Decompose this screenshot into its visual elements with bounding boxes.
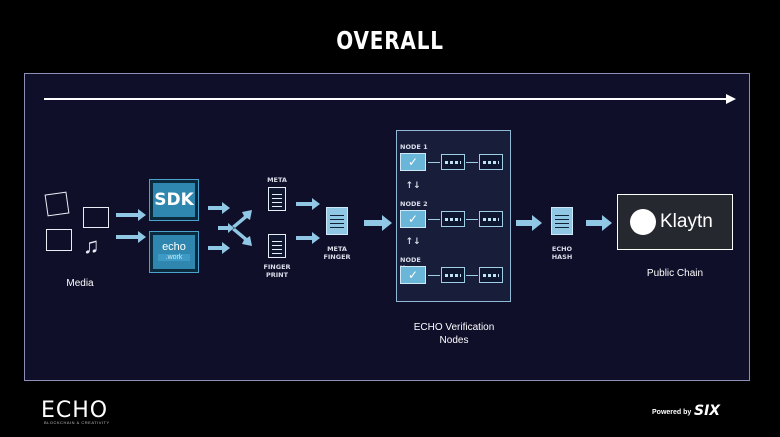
- meta-label: META: [267, 176, 287, 184]
- node-x-arrow-b: [466, 275, 478, 276]
- node-2-arrow-b: [466, 219, 478, 220]
- node-x-check-icon: ✓: [400, 266, 426, 284]
- finger-print-label-2: PRINT: [265, 271, 289, 279]
- slide-title: OVERALL: [336, 26, 444, 55]
- node-2-arrow-a: [428, 219, 440, 220]
- echo-hash-label-2: HASH: [551, 253, 573, 261]
- timeline-arrow: [44, 98, 732, 100]
- merge-arrows: [296, 198, 320, 244]
- to-hash-arrow: [516, 215, 542, 231]
- node-x-block-2: [479, 267, 503, 283]
- node-2-block-1: [441, 211, 465, 227]
- echo-work-box: echo .work: [150, 232, 198, 272]
- verification-caption-2: Nodes: [439, 335, 469, 346]
- sdk-label: SDK: [154, 190, 194, 210]
- video-icon: [46, 229, 72, 251]
- document-icon: [44, 191, 70, 217]
- meta-doc-icon: [268, 187, 286, 211]
- node-1-check-icon: ✓: [400, 153, 426, 171]
- six-logo: SIX: [694, 403, 721, 419]
- klaytn-logo-icon: [630, 209, 656, 235]
- node-x-block-1: [441, 267, 465, 283]
- node-2-block-2: [479, 211, 503, 227]
- echo-work-line1: echo: [162, 241, 186, 253]
- echo-logo-sub: BLOCKCHAIN & CREATIVITY: [44, 420, 110, 425]
- arrow-to-sdk: [116, 209, 146, 221]
- split-arrows: [208, 202, 252, 254]
- node-2-check-icon: ✓: [400, 210, 426, 228]
- to-verification-arrow: [364, 215, 392, 231]
- public-chain-label: Public Chain: [646, 268, 704, 279]
- finger-print-label-1: FINGER: [263, 263, 291, 271]
- echo-hash-doc-icon: [551, 207, 573, 235]
- sync-arrows-2: ↑↓: [405, 237, 421, 247]
- media-to-sdk-arrows: [116, 209, 146, 243]
- sdk-box: SDK: [150, 180, 198, 220]
- node-1-block-2: [479, 154, 503, 170]
- meta-finger-doc-icon: [326, 207, 348, 235]
- node-1-arrow-a: [428, 162, 440, 163]
- node-1-label: NODE 1: [400, 143, 428, 151]
- verification-caption-1: ECHO Verification: [413, 322, 495, 333]
- to-klaytn-arrow: [586, 215, 612, 231]
- node-2-label: NODE 2: [400, 200, 428, 208]
- klaytn-box: Klaytn: [617, 194, 733, 250]
- node-1-block-1: [441, 154, 465, 170]
- node-1-arrow-b: [466, 162, 478, 163]
- powered-by-label: Powered by: [652, 409, 692, 416]
- music-note-icon: ♫: [83, 233, 100, 258]
- meta-finger-label-2: FINGER: [323, 253, 351, 261]
- echo-logo: ECHO: [41, 398, 109, 423]
- meta-finger-label-1: META: [327, 245, 347, 253]
- arrow-to-echo-work: [116, 231, 146, 243]
- echo-work-line2: .work: [158, 254, 190, 261]
- media-label: Media: [66, 278, 94, 289]
- klaytn-brand: Klaytn: [660, 211, 713, 232]
- timeline-arrowhead: [726, 94, 736, 104]
- echo-hash-label-1: ECHO: [551, 245, 573, 253]
- node-x-arrow-a: [428, 275, 440, 276]
- image-icon: [83, 207, 109, 228]
- sync-arrows-1: ↑↓: [405, 181, 421, 191]
- finger-print-doc-icon: [268, 234, 286, 258]
